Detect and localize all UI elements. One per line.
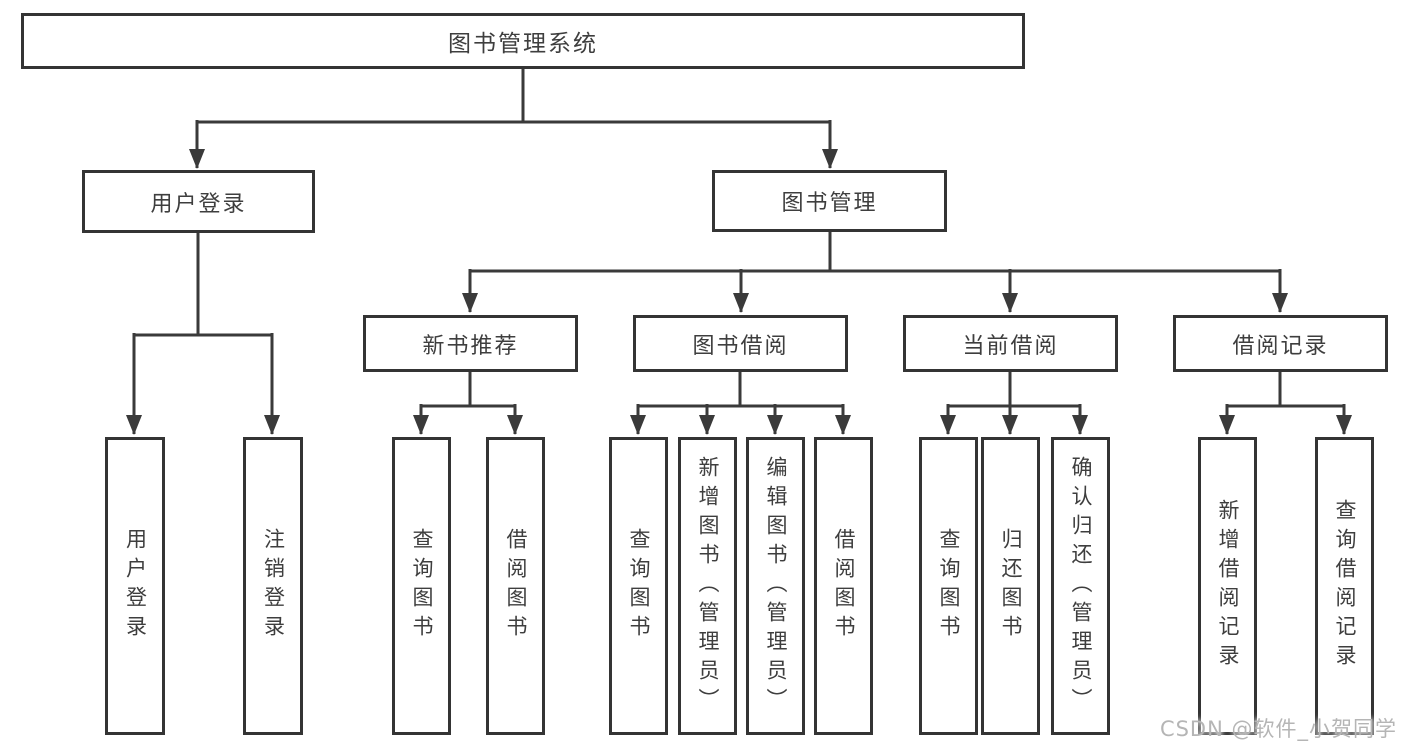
node-book-borrowing: 图书借阅 <box>633 315 848 372</box>
node-logout: 注销登录 <box>243 437 303 735</box>
connector-borrowing-records <box>1219 372 1352 435</box>
connector-new-book-recommendation <box>413 372 523 435</box>
connector-current-borrowing <box>940 372 1088 435</box>
node-label: 图书管理 <box>781 191 878 216</box>
node-query-borrow-record: 查询借阅记录 <box>1315 437 1374 735</box>
node-label: 新增借阅记录 <box>1216 499 1240 673</box>
connector-book-borrowing <box>630 372 851 435</box>
node-user-login-branch: 用户登录 <box>82 170 315 233</box>
node-confirm-return-admin: 确认归还（管理员） <box>1051 437 1110 735</box>
node-label: 当前借阅 <box>962 333 1059 359</box>
connector-user-login-to-leaves <box>126 233 280 435</box>
node-label: 新增图书（管理员） <box>696 455 720 717</box>
node-edit-books-admin: 编辑图书（管理员） <box>746 437 805 735</box>
node-user-login: 用户登录 <box>105 437 165 735</box>
node-current-borrowing: 当前借阅 <box>903 315 1118 372</box>
node-book-management: 图书管理 <box>712 170 947 232</box>
node-label: 图书管理系统 <box>448 31 598 57</box>
node-borrow-books-recommend: 借阅图书 <box>486 437 545 735</box>
node-label: 注销登录 <box>261 528 286 644</box>
csdn-watermark: CSDN @软件_小贺同学 <box>1159 717 1397 741</box>
node-label: 新书推荐 <box>422 333 519 359</box>
node-return-books: 归还图书 <box>981 437 1040 735</box>
node-label: 归还图书 <box>999 528 1023 644</box>
node-label: 借阅图书 <box>504 528 528 644</box>
node-library-management-system: 图书管理系统 <box>21 13 1025 69</box>
node-label: 查询图书 <box>410 528 434 644</box>
connector-root-to-branches <box>189 69 838 169</box>
node-label: 编辑图书（管理员） <box>764 455 788 717</box>
node-label: 查询图书 <box>627 528 651 644</box>
node-label: 用户登录 <box>150 191 247 217</box>
node-query-books-borrowing: 查询图书 <box>609 437 668 735</box>
node-label: 借阅记录 <box>1232 333 1329 359</box>
node-label: 确认归还（管理员） <box>1069 455 1093 717</box>
node-label: 查询图书 <box>937 528 961 644</box>
node-add-books-admin: 新增图书（管理员） <box>678 437 737 735</box>
node-label: 借阅图书 <box>832 528 856 644</box>
node-query-books-recommend: 查询图书 <box>392 437 451 735</box>
connector-book-management-to-sections <box>462 232 1288 313</box>
node-borrowing-records: 借阅记录 <box>1173 315 1388 372</box>
node-new-book-recommendation: 新书推荐 <box>363 315 578 372</box>
node-label: 用户登录 <box>123 528 148 644</box>
node-add-borrow-record: 新增借阅记录 <box>1198 437 1257 735</box>
node-borrow-books: 借阅图书 <box>814 437 873 735</box>
node-query-books-current: 查询图书 <box>919 437 978 735</box>
node-label: 图书借阅 <box>692 333 789 359</box>
node-label: 查询借阅记录 <box>1333 499 1357 673</box>
